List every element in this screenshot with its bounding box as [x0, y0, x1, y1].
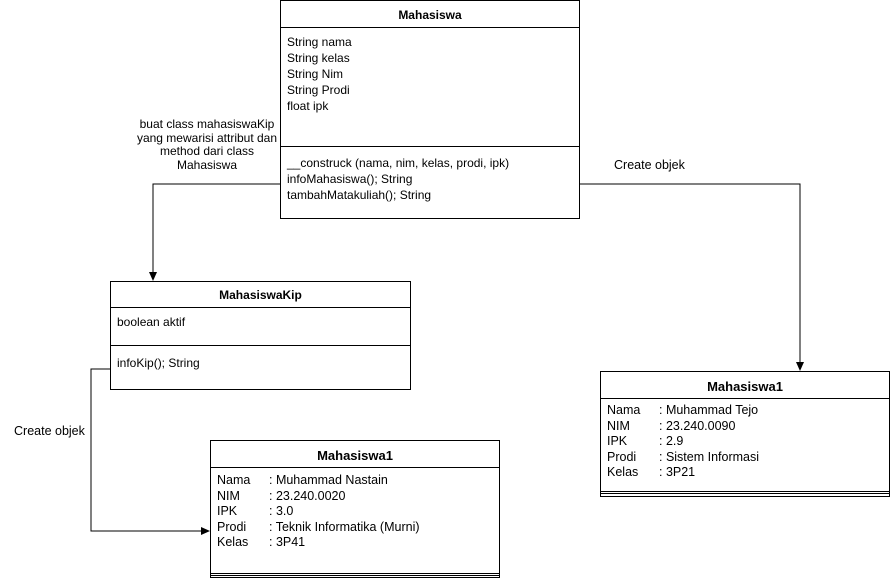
inheritance-note-line: buat class mahasiswaKip — [139, 117, 275, 131]
object-left-bottom-divider — [211, 573, 499, 576]
field-value: : Sistem Informasi — [659, 449, 760, 464]
inheritance-note-line: yang mewarisi attribut dan — [136, 130, 278, 145]
field-key: IPK — [607, 434, 628, 449]
attribute: String Prodi — [287, 83, 350, 97]
field-row: NIM : 23.240.0090 — [607, 419, 759, 435]
attribute: String kelas — [287, 51, 350, 65]
field-value: : 3P21 — [659, 465, 696, 480]
arrowhead-mahasiswakip — [149, 272, 157, 281]
field-row: Kelas : 3P21 — [607, 465, 759, 481]
inheritance-note: buat class mahasiswaKip yang mewarisi at… — [112, 117, 302, 172]
edge-mahasiswa-to-right-object — [580, 183, 801, 362]
field-row: Prodi : Teknik Informatika (Murni) — [217, 520, 420, 536]
class-mahasiswakip-title-divider — [111, 307, 410, 308]
field-key: Prodi — [217, 519, 247, 534]
arrowhead-left-object — [201, 527, 210, 535]
object-right-title: Mahasiswa1 — [707, 379, 783, 394]
object-right-fields: Nama : Muhammad Tejo NIM : 23.240.0090 IPK… — [607, 403, 759, 481]
class-mahasiswa[interactable]: Mahasiswa String nama String kelas Strin… — [280, 0, 580, 219]
method: __construck (nama, nim, kelas, prodi, ip… — [287, 156, 510, 170]
field-row: Prodi : Sistem Informasi — [607, 450, 759, 466]
class-mahasiswa-title-divider — [281, 27, 579, 28]
field-row: NIM : 23.240.0020 — [217, 489, 420, 505]
edge-mahasiswakip-to-left-object — [90, 368, 201, 532]
class-mahasiswakip-method-divider — [111, 345, 410, 346]
field-key: Kelas — [217, 535, 249, 550]
class-mahasiswa-attributes: String nama String kelas String Nim Stri… — [287, 34, 352, 114]
field-value: : 23.240.0020 — [269, 488, 346, 503]
attribute: float ipk — [287, 99, 329, 113]
class-mahasiswakip-attributes: boolean aktif — [117, 314, 185, 330]
edge-mahasiswa-to-mahasiswakip — [152, 183, 280, 272]
arrowhead-right-object — [796, 362, 804, 371]
field-key: Nama — [607, 403, 641, 417]
create-objek-label-right: Create objek — [614, 158, 685, 172]
attribute: String Nim — [287, 67, 344, 81]
field-value: : 3.0 — [269, 504, 294, 519]
field-key: Prodi — [607, 449, 637, 464]
field-key: IPK — [217, 504, 238, 519]
field-value: : 23.240.0090 — [659, 418, 736, 433]
object-left-title: Mahasiswa1 — [317, 448, 393, 463]
create-objek-label-left: Create objek — [14, 424, 85, 438]
attribute: String nama — [287, 35, 352, 49]
attribute: boolean aktif — [117, 315, 186, 329]
method: tambahMatakuliah(); String — [287, 188, 432, 202]
object-right-title-divider — [601, 398, 889, 399]
inheritance-note-line: method dari class — [159, 144, 255, 158]
field-key: Kelas — [607, 465, 639, 480]
object-left-fields: Nama: Muhammad Nastain NIM: 23.240.0020 … — [217, 473, 420, 551]
inheritance-note-line: Mahasiswa — [176, 157, 238, 172]
field-row: Nama : Muhammad Nastain — [217, 473, 420, 489]
method: infoMahasiswa(); String — [287, 172, 413, 186]
class-mahasiswakip-title: MahasiswaKip — [219, 288, 302, 302]
class-mahasiswa-title: Mahasiswa — [398, 8, 462, 22]
object-mahasiswa1-right[interactable]: Mahasiswa1 Nama : Muhammad Tejo NIM : 23.2… — [600, 371, 890, 497]
field-value: : Muhammad Tejo — [659, 403, 759, 417]
field-value: : 2.9 — [659, 434, 684, 449]
field-row: Kelas : 3P41 — [217, 535, 420, 551]
object-mahasiswa1-left[interactable]: Mahasiswa1 Nama : Muhammad Nastain NIM : 2… — [210, 440, 500, 578]
object-left-title-divider — [211, 467, 499, 468]
class-mahasiswakip[interactable]: MahasiswaKip boolean aktif infoKip(); St… — [110, 281, 411, 390]
class-mahasiswa-method-divider — [281, 146, 579, 147]
class-mahasiswakip-methods: infoKip(); String — [117, 355, 200, 371]
field-key: NIM — [607, 418, 630, 433]
object-right-bottom-divider — [601, 491, 889, 494]
field-value: : 3P41 — [269, 535, 306, 550]
field-key: Nama — [217, 473, 251, 487]
class-mahasiswa-methods: __construck (nama, nim, kelas, prodi, ip… — [287, 155, 509, 203]
field-row: IPK : 2.9 — [607, 434, 759, 450]
field-row: Nama : Muhammad Tejo — [607, 403, 759, 419]
field-key: NIM — [217, 488, 240, 503]
field-value: : Teknik Informatika (Murni) — [269, 519, 420, 534]
method: infoKip(); String — [117, 356, 200, 370]
field-row: IPK : 3.0 — [217, 504, 420, 520]
field-value: : Muhammad Nastain — [269, 473, 388, 487]
